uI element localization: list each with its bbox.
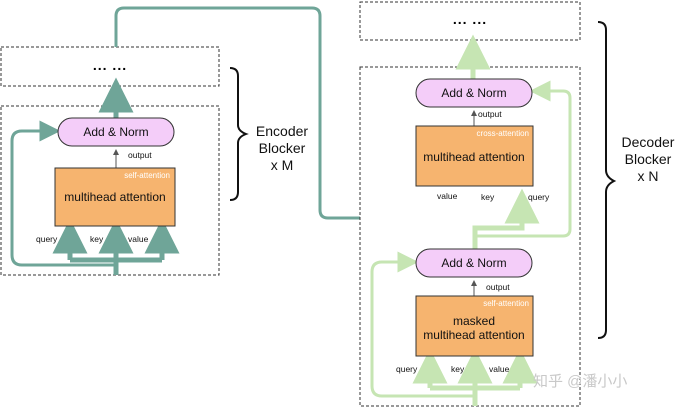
decoder-masked-query-label: query bbox=[396, 364, 418, 374]
decoder-brace bbox=[597, 21, 617, 339]
decoder-add-norm-bottom-box bbox=[415, 248, 533, 278]
decoder-masked-attention-box bbox=[415, 295, 534, 357]
encoder-add-norm-box bbox=[57, 117, 175, 147]
encoder-brace bbox=[229, 67, 249, 201]
decoder-top-box bbox=[359, 1, 581, 41]
encoder-value-label: value bbox=[128, 234, 149, 244]
decoder-bottom-residual-arrow bbox=[370, 251, 475, 398]
encoder-add-norm-label: Add & Norm bbox=[83, 125, 148, 139]
decoder-cross-value-label: value bbox=[437, 191, 458, 201]
decoder-cross-attention-label: multihead attention bbox=[423, 150, 524, 164]
decoder-brace-line-2: Blocker bbox=[625, 151, 672, 167]
encoder-to-decoder-connection bbox=[114, 6, 444, 220]
encoder-brace-line-3: x M bbox=[271, 157, 294, 173]
decoder-masked-key-label: key bbox=[451, 364, 465, 374]
decoder-top-box-text: ... ... bbox=[453, 11, 487, 27]
decoder-masked-line-2: multihead attention bbox=[423, 328, 524, 342]
decoder-brace-line-1: Decoder bbox=[622, 134, 675, 150]
decoder-cross-attention-box bbox=[415, 125, 534, 187]
encoder-self-attention-tag: self-attention bbox=[124, 171, 170, 180]
encoder-brace-line-2: Blocker bbox=[259, 140, 306, 156]
decoder-cross-key-label: key bbox=[481, 192, 495, 202]
encoder-attention-box bbox=[54, 167, 176, 227]
encoder-residual-arrow bbox=[10, 120, 116, 267]
decoder-add-norm-bottom-label: Add & Norm bbox=[441, 256, 506, 270]
encoder-brace-line-1: Encoder bbox=[256, 123, 308, 139]
decoder-output-bottom-label: output bbox=[486, 282, 510, 292]
decoder-masked-line-1: masked bbox=[453, 314, 495, 328]
decoder-query-branch bbox=[472, 188, 540, 249]
decoder-brace-line-3: x N bbox=[638, 168, 659, 184]
decoder-cross-attention-tag: cross-attention bbox=[477, 129, 529, 138]
watermark: 知乎 @潘小小 bbox=[533, 373, 627, 390]
decoder-masked-value-label: value bbox=[489, 364, 510, 374]
encoder-output-label: output bbox=[128, 150, 152, 160]
decoder-add-norm-top-box bbox=[415, 78, 533, 108]
decoder: ... ... Add & Norm output cross-attentio… bbox=[359, 1, 675, 407]
decoder-add-norm-top-label: Add & Norm bbox=[441, 86, 506, 100]
encoder-key-label: key bbox=[90, 234, 104, 244]
encoder-query-label: query bbox=[36, 234, 58, 244]
decoder-masked-tag: self-attention bbox=[483, 299, 529, 308]
encoder: ... ... Add & Norm output self-attention… bbox=[0, 46, 308, 276]
encoder-top-box-text: ... ... bbox=[93, 57, 127, 73]
decoder-output-top-label: output bbox=[478, 109, 502, 119]
encoder-attention-label: multihead attention bbox=[64, 190, 165, 204]
decoder-cross-query-label: query bbox=[528, 192, 550, 202]
decoder-top-residual-arrow bbox=[475, 80, 572, 238]
